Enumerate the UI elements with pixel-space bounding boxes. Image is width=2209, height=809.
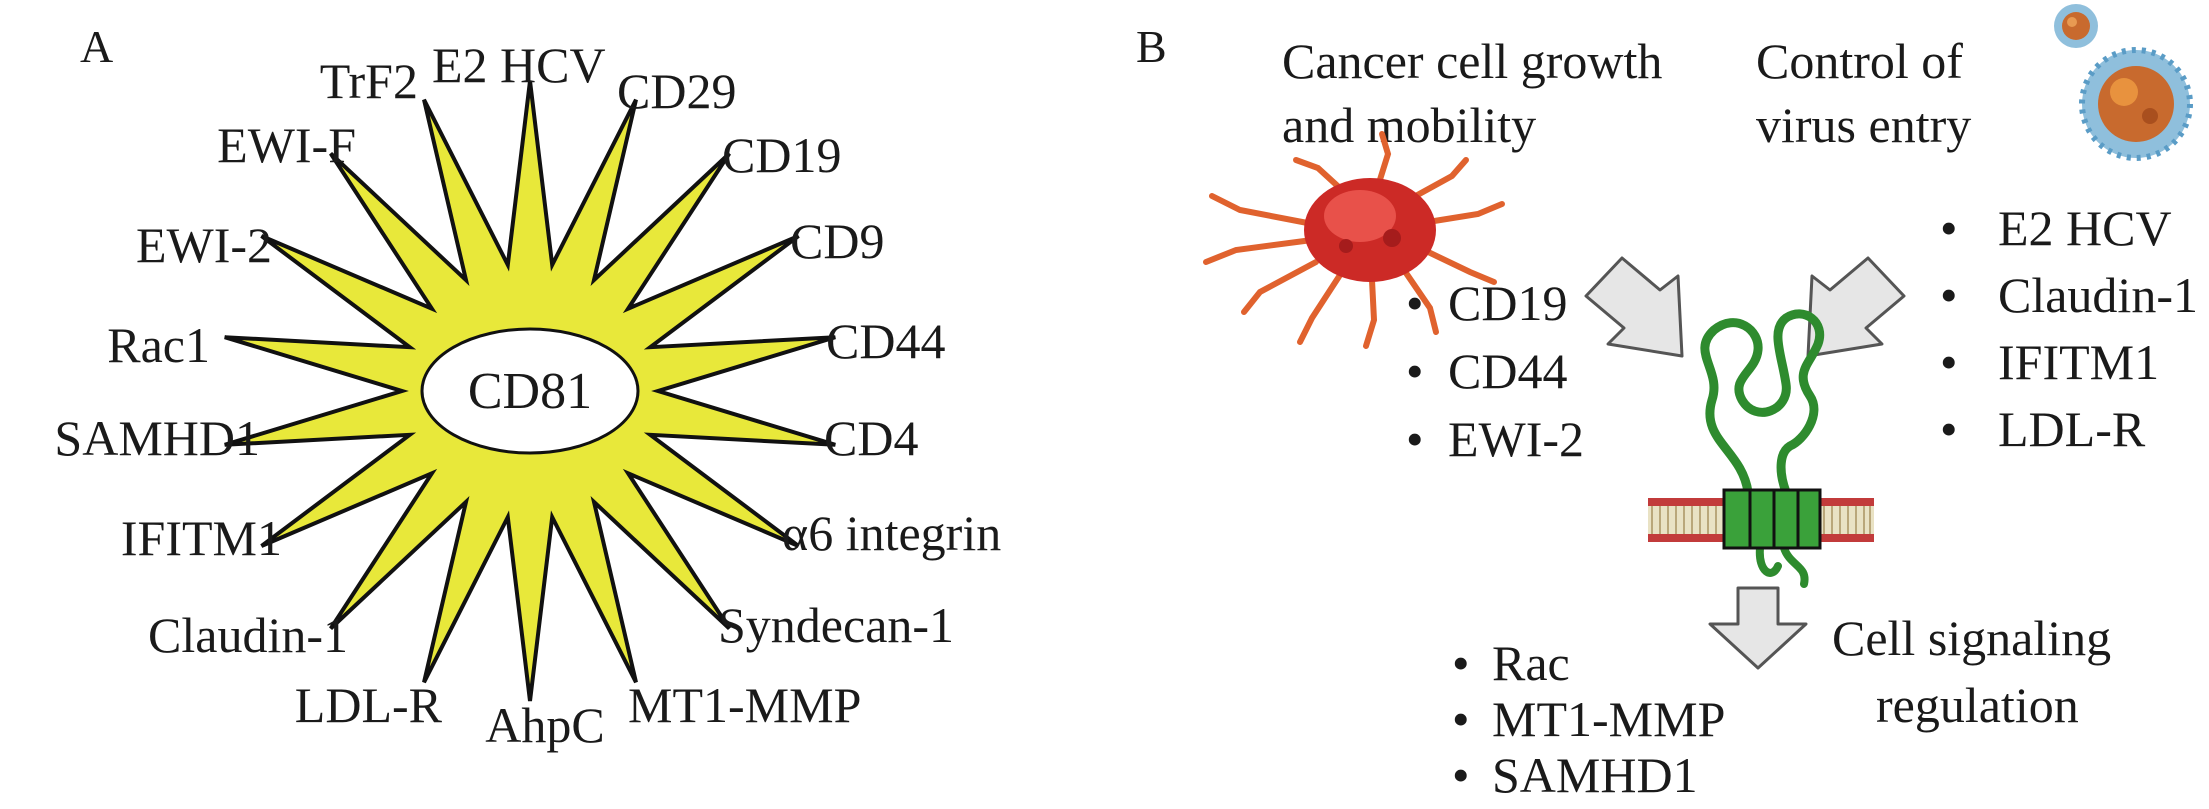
virus-heading-line2: virus entry bbox=[1756, 97, 1971, 153]
panel-a: A CD81 E2 HCV CD29 CD19 CD9 CD44 CD4 α6 … bbox=[54, 21, 1001, 753]
partner-label-syndecan-1: Syndecan-1 bbox=[718, 597, 954, 653]
signaling-heading-line2: regulation bbox=[1876, 677, 2079, 733]
virus-bullet-0: • bbox=[1940, 200, 1958, 256]
partner-label-cd9: CD9 bbox=[790, 213, 884, 269]
signaling-bullet-2: • bbox=[1452, 747, 1470, 803]
signaling-group: Cell signaling regulation • Rac • MT1-MM… bbox=[1452, 586, 2111, 803]
cancer-bullet-2: • bbox=[1406, 411, 1424, 467]
arrow-to-cancer bbox=[1584, 256, 1684, 358]
cancer-item-cd19: CD19 bbox=[1448, 275, 1567, 331]
cancer-heading-line1: Cancer cell growth bbox=[1282, 33, 1662, 89]
partner-label-cd4: CD4 bbox=[824, 410, 918, 466]
signaling-bullet-0: • bbox=[1452, 635, 1470, 691]
virus-bullet-1: • bbox=[1940, 267, 1958, 323]
cancer-bullet-1: • bbox=[1406, 343, 1424, 399]
partner-label-trf2: TrF2 bbox=[320, 53, 418, 109]
signaling-bullet-1: • bbox=[1452, 691, 1470, 747]
signaling-heading-line1: Cell signaling bbox=[1832, 610, 2111, 666]
partner-label-cd19: CD19 bbox=[722, 127, 841, 183]
partner-label-claudin-1: Claudin-1 bbox=[148, 607, 348, 663]
virus-bullet-2: • bbox=[1940, 334, 1958, 390]
partner-label-ewi-f: EWI-F bbox=[217, 117, 356, 173]
arrow-to-virus bbox=[1806, 256, 1906, 358]
cancer-item-ewi-2: EWI-2 bbox=[1448, 411, 1584, 467]
small-virus-icon bbox=[2054, 4, 2098, 48]
partner-label-ldl-r: LDL-R bbox=[295, 677, 443, 733]
signaling-item-samhd1: SAMHD1 bbox=[1492, 747, 1698, 803]
intracellular-tail bbox=[1755, 544, 1809, 588]
panel-b: B Cancer cell growth and mobility bbox=[1136, 4, 2198, 803]
cd81-membrane-protein-icon bbox=[1648, 309, 1874, 588]
virus-heading-line1: Control of bbox=[1756, 33, 1963, 89]
virus-bullet-3b: • bbox=[1940, 401, 1958, 457]
cancer-item-cd44: CD44 bbox=[1448, 343, 1567, 399]
virus-item-ifitm1: IFITM1 bbox=[1998, 334, 2159, 390]
partner-label-cd44: CD44 bbox=[826, 313, 945, 369]
partner-label-cd29: CD29 bbox=[617, 63, 736, 119]
partner-label-ifitm1: IFITM1 bbox=[121, 510, 282, 566]
signaling-item-rac: Rac bbox=[1492, 635, 1570, 691]
center-label: CD81 bbox=[468, 363, 592, 420]
partner-label-ahpc: AhpC bbox=[485, 697, 604, 753]
partner-label-ewi-2: EWI-2 bbox=[136, 217, 272, 273]
virus-group: Control of virus entry • E2 HCV • Claudi… bbox=[1756, 4, 2198, 457]
partner-label-rac1: Rac1 bbox=[107, 317, 210, 373]
signaling-item-mt1-mmp: MT1-MMP bbox=[1492, 691, 1725, 747]
extracellular-loop bbox=[1700, 309, 1825, 497]
virus-item-claudin-1: Claudin-1 bbox=[1998, 267, 2198, 323]
cancer-bullet-0: • bbox=[1406, 275, 1424, 331]
virus-item-ldl-r: LDL-R bbox=[1998, 401, 2146, 457]
partner-label-a6-integrin: α6 integrin bbox=[782, 505, 1001, 561]
partner-label-samhd1: SAMHD1 bbox=[54, 410, 260, 466]
center-ellipse bbox=[420, 327, 640, 455]
partner-label-e2-hcv: E2 HCV bbox=[432, 37, 606, 93]
cancer-heading-line2: and mobility bbox=[1282, 97, 1536, 153]
panel-a-letter: A bbox=[80, 21, 113, 72]
partner-label-mt1-mmp: MT1-MMP bbox=[628, 677, 861, 733]
cd81-star: CD81 bbox=[224, 80, 836, 702]
arrow-to-signaling bbox=[1708, 586, 1808, 670]
cancer-group: Cancer cell growth and mobility bbox=[1203, 33, 1684, 467]
panel-b-letter: B bbox=[1136, 21, 1167, 72]
large-virus-icon bbox=[2079, 47, 2193, 161]
tumor-cell-icon bbox=[1203, 131, 1505, 349]
virus-item-e2-hcv: E2 HCV bbox=[1998, 200, 2172, 256]
